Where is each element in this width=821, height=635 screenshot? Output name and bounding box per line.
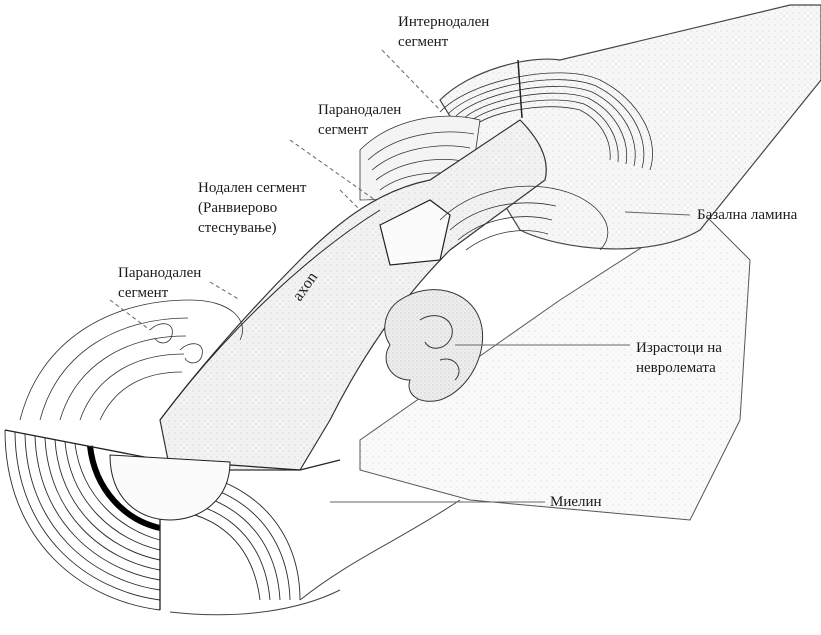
label-neurolemma-processes: Израстоци на невролемата: [636, 338, 722, 378]
label-paranodal-segment-top: Паранодален сегмент: [318, 100, 401, 140]
label-internodal-segment: Интернодален сегмент: [398, 12, 489, 52]
label-basal-lamina: Базална ламина: [697, 205, 797, 225]
label-myelin: Миелин: [550, 492, 602, 512]
label-nodal-segment: Нодален сегмент (Ранвиерово стеснување): [198, 178, 306, 238]
label-paranodal-segment-left: Паранодален сегмент: [118, 263, 201, 303]
